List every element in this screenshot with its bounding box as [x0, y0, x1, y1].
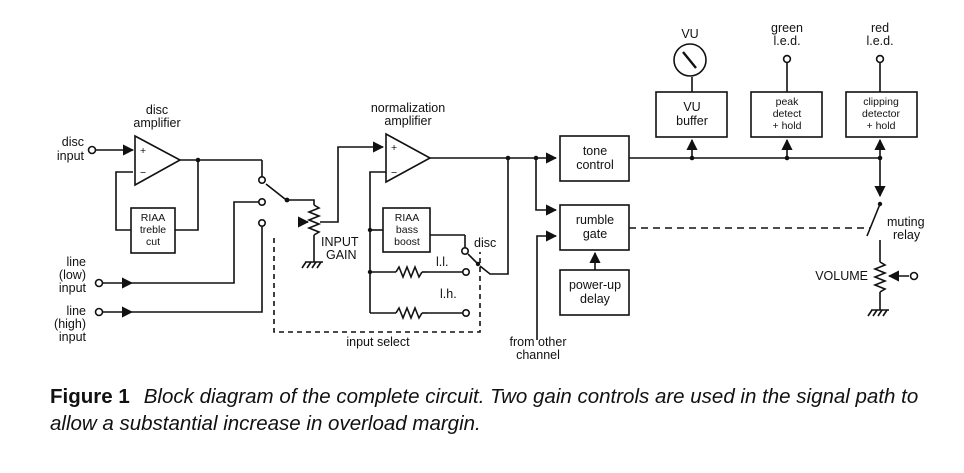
input-select-link: [273, 238, 481, 333]
power-up-delay-box: [559, 269, 630, 316]
vu-buffer-box: [655, 91, 728, 138]
peak-detect-box: [750, 91, 823, 138]
norm-amp-plus-label: +: [391, 142, 397, 154]
line-low-input-terminal: [94, 278, 104, 288]
clipping-detector-box: [845, 91, 918, 138]
riaa-bass-boost-box: [382, 207, 431, 253]
norm-amp-minus-label: −: [391, 167, 397, 179]
riaa-treble-cut-box: [130, 207, 176, 254]
disc-amplifier-opamp: [134, 134, 182, 187]
ll-label: l.l.: [436, 255, 449, 269]
line-high-input-label: line(high)input: [54, 304, 86, 344]
muting-relay-switch: [866, 203, 881, 237]
disc-amp-minus-label: −: [140, 167, 146, 179]
resistor-lh: [395, 305, 423, 321]
disc-input-terminal: [87, 145, 97, 155]
input-select-label: input select: [346, 335, 410, 349]
disc-switch-label: disc: [474, 236, 496, 250]
red-led-terminal: [875, 54, 885, 64]
output-terminal: [909, 271, 919, 281]
volume-label: VOLUME: [815, 269, 868, 283]
figure-label: Figure 1: [50, 385, 130, 408]
lh-label: l.h.: [440, 287, 457, 301]
resistor-ll: [395, 264, 423, 280]
line-low-input-label: line(low)input: [59, 255, 87, 295]
disc-amp-plus-label: +: [140, 145, 146, 157]
vu-meter-label: VU: [681, 27, 698, 41]
figure-caption-text: Block diagram of the complete circuit. T…: [50, 385, 919, 435]
line-high-input-terminal: [94, 307, 104, 317]
disc-eq-switch: [467, 253, 479, 265]
volume-pot: [872, 261, 888, 293]
tone-control-box: [559, 135, 630, 182]
green-led-terminal: [782, 54, 792, 64]
input-gain-pot: [306, 204, 322, 236]
input-select-switch: [265, 183, 286, 200]
normalization-amplifier-opamp: [385, 132, 432, 184]
